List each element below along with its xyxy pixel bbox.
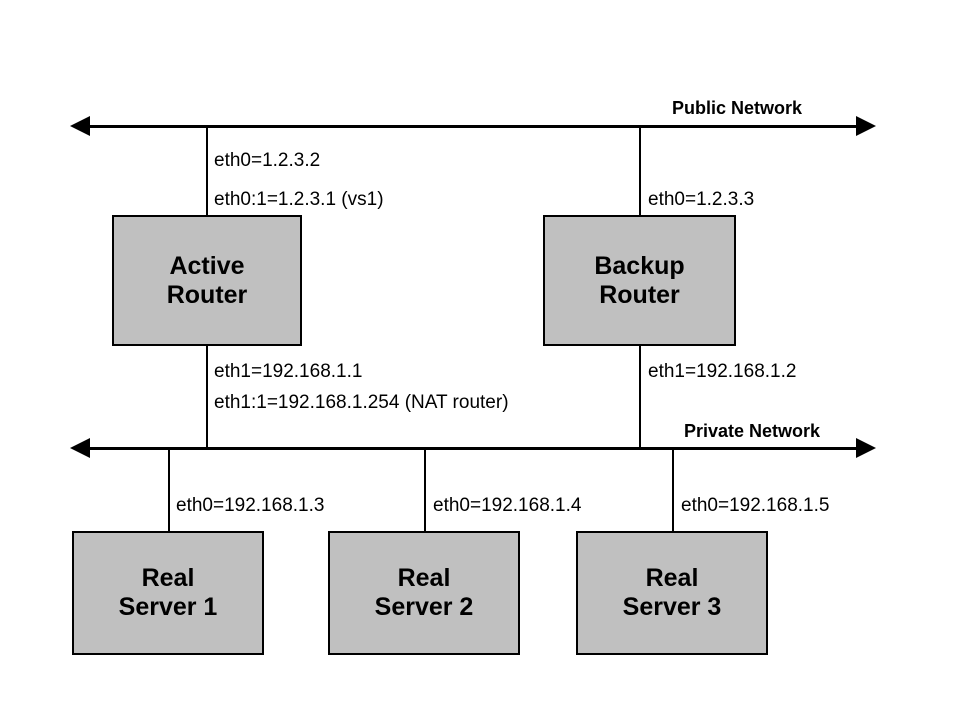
private-network-label: Private Network — [684, 421, 821, 441]
active-router-label-line2: Router — [166, 280, 248, 309]
public-network-bus — [88, 125, 858, 128]
real-server-3-interface: eth0=192.168.1.5 — [681, 495, 830, 516]
backup-router-private-connector — [639, 346, 641, 449]
active-router-private-connector — [206, 346, 208, 449]
real-server-1-label-line1: Real — [141, 564, 195, 593]
backup-router-label-line2: Router — [599, 280, 680, 309]
real-server-1-interface: eth0=192.168.1.3 — [176, 495, 325, 516]
active-router-box[interactable]: Active Router — [112, 215, 302, 346]
private-network-arrow-right — [856, 438, 876, 458]
real-server-2-interface: eth0=192.168.1.4 — [433, 495, 582, 516]
backup-router-box[interactable]: Backup Router — [543, 215, 736, 346]
backup-router-public-connector — [639, 126, 641, 217]
real-server-2-box[interactable]: Real Server 2 — [328, 531, 520, 655]
public-network-arrow-right — [856, 116, 876, 136]
active-router-private-interface-alias: eth1:1=192.168.1.254 (NAT router) — [214, 392, 509, 413]
active-router-public-connector — [206, 126, 208, 217]
active-router-private-interface-primary: eth1=192.168.1.1 — [214, 361, 363, 382]
real-server-3-label-line1: Real — [645, 564, 699, 593]
real-server-2-label-line1: Real — [397, 564, 451, 593]
real-server-3-connector — [672, 448, 674, 533]
real-server-2-connector — [424, 448, 426, 533]
backup-router-public-interface: eth0=1.2.3.3 — [648, 189, 755, 210]
backup-router-label-line1: Backup — [594, 251, 685, 280]
active-router-label-line1: Active — [169, 251, 245, 280]
real-server-1-box[interactable]: Real Server 1 — [72, 531, 264, 655]
real-server-2-label-line2: Server 2 — [374, 593, 474, 621]
private-network-bus — [88, 447, 858, 450]
real-server-1-label-line2: Server 1 — [118, 593, 218, 621]
public-network-label: Public Network — [672, 98, 803, 118]
public-network-arrow-left — [70, 116, 90, 136]
real-server-3-box[interactable]: Real Server 3 — [576, 531, 768, 655]
private-network-arrow-left — [70, 438, 90, 458]
real-server-3-label-line2: Server 3 — [622, 593, 722, 621]
real-server-1-connector — [168, 448, 170, 533]
active-router-public-interface-primary: eth0=1.2.3.2 — [214, 150, 321, 171]
backup-router-private-interface: eth1=192.168.1.2 — [648, 361, 797, 382]
active-router-public-interface-alias: eth0:1=1.2.3.1 (vs1) — [214, 189, 384, 210]
